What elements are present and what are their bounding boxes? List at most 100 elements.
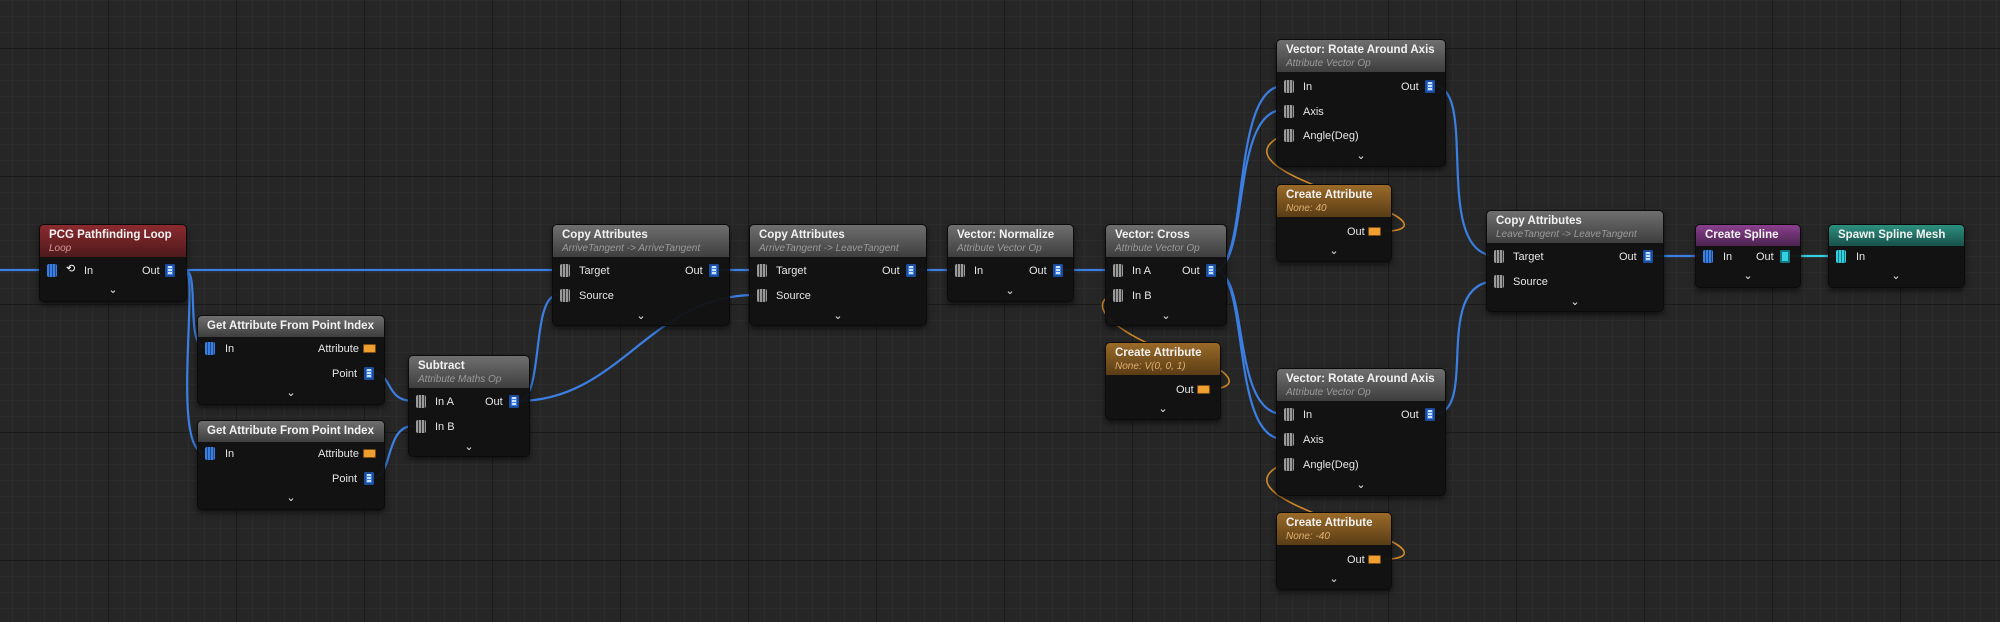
pin-source[interactable] (757, 289, 767, 302)
node-subtitle: Attribute Vector Op (1115, 243, 1200, 254)
chevron-down-icon[interactable]: ⌄ (1329, 245, 1339, 257)
node-header: Vector: Normalize Attribute Vector Op (948, 225, 1073, 257)
pin-axis[interactable] (1284, 433, 1294, 446)
pin-label-attribute: Attribute (318, 343, 359, 355)
chevron-down-icon[interactable]: ⌄ (286, 492, 296, 504)
pin-out[interactable] (1368, 555, 1381, 564)
pin-label-in: In (1856, 251, 1866, 263)
chevron-down-icon[interactable]: ⌄ (833, 310, 843, 322)
pin-label-out: Out (1182, 265, 1200, 277)
pin-out[interactable] (1368, 227, 1381, 236)
pin-label-out: Out (142, 265, 160, 277)
node-copy-attributes-2[interactable]: Copy Attributes ArriveTangent -> LeaveTa… (749, 224, 927, 326)
pin-label-out: Out (1347, 226, 1365, 238)
pin-out[interactable] (1206, 264, 1216, 277)
chevron-down-icon[interactable]: ⌄ (1356, 150, 1366, 162)
node-copy-attributes-3[interactable]: Copy Attributes LeaveTangent -> LeaveTan… (1486, 210, 1664, 312)
chevron-down-icon[interactable]: ⌄ (636, 310, 646, 322)
node-header: PCG Pathfinding Loop Loop (40, 225, 186, 257)
pin-label-out: Out (1347, 554, 1365, 566)
node-create-attribute-minus-40[interactable]: Create Attribute None: -40 Out ⌄ (1276, 512, 1392, 590)
chevron-down-icon[interactable]: ⌄ (1161, 310, 1171, 322)
pin-label-out: Out (1401, 81, 1419, 93)
pin-in[interactable] (205, 447, 215, 460)
node-header: Copy Attributes ArriveTangent -> LeaveTa… (750, 225, 926, 257)
pin-out[interactable] (1425, 408, 1435, 421)
node-create-spline[interactable]: Create Spline In Out ⌄ (1695, 224, 1801, 288)
pin-in[interactable] (205, 342, 215, 355)
pin-point[interactable] (364, 472, 374, 485)
pin-axis[interactable] (1284, 105, 1294, 118)
chevron-down-icon[interactable]: ⌄ (1005, 285, 1015, 297)
chevron-down-icon[interactable]: ⌄ (1329, 573, 1339, 585)
pin-in[interactable] (1284, 80, 1294, 93)
node-create-attribute-40[interactable]: Create Attribute None: 40 Out ⌄ (1276, 184, 1392, 262)
pin-out[interactable] (1053, 264, 1063, 277)
pin-label-in: In (225, 448, 235, 460)
chevron-down-icon[interactable]: ⌄ (1158, 403, 1168, 415)
pin-target[interactable] (560, 264, 570, 277)
pin-label-in: In (1303, 409, 1313, 421)
pin-source[interactable] (560, 289, 570, 302)
pin-in[interactable] (1836, 250, 1846, 263)
node-spawn-spline-mesh[interactable]: Spawn Spline Mesh In ⌄ (1828, 224, 1965, 288)
pin-out[interactable] (1780, 250, 1790, 263)
pin-out[interactable] (1643, 250, 1653, 263)
chevron-down-icon[interactable]: ⌄ (108, 284, 118, 296)
pin-angle[interactable] (1284, 129, 1294, 142)
pin-in-a[interactable] (1113, 264, 1123, 277)
pin-out[interactable] (1197, 385, 1210, 394)
pin-label-target: Target (579, 265, 610, 277)
pin-in[interactable] (1284, 408, 1294, 421)
node-header: Create Attribute None: -40 (1277, 513, 1391, 545)
pin-label-out: Out (1401, 409, 1419, 421)
pin-label-attribute: Attribute (318, 448, 359, 460)
pin-in[interactable] (47, 264, 57, 277)
pin-out[interactable] (906, 264, 916, 277)
node-vector-rotate-around-axis-2[interactable]: Vector: Rotate Around Axis Attribute Vec… (1276, 368, 1446, 496)
pin-target[interactable] (1494, 250, 1504, 263)
pin-attribute[interactable] (363, 449, 376, 458)
node-vector-normalize[interactable]: Vector: Normalize Attribute Vector Op In… (947, 224, 1074, 302)
node-create-attribute-v001[interactable]: Create Attribute None: V(0, 0, 1) Out ⌄ (1105, 342, 1221, 420)
node-pcg-pathfinding-loop[interactable]: PCG Pathfinding Loop Loop ⟲ In Out ⌄ (39, 224, 187, 302)
node-vector-rotate-around-axis-1[interactable]: Vector: Rotate Around Axis Attribute Vec… (1276, 39, 1446, 167)
chevron-down-icon[interactable]: ⌄ (1891, 270, 1901, 282)
pin-out[interactable] (165, 264, 175, 277)
node-subtitle: ArriveTangent -> ArriveTangent (562, 243, 701, 254)
node-get-attribute-from-point-index-1[interactable]: Get Attribute From Point Index In Attrib… (197, 315, 385, 405)
pin-point[interactable] (364, 367, 374, 380)
chevron-down-icon[interactable]: ⌄ (1743, 270, 1753, 282)
node-get-attribute-from-point-index-2[interactable]: Get Attribute From Point Index In Attrib… (197, 420, 385, 510)
pin-out[interactable] (509, 395, 519, 408)
node-title: Vector: Cross (1115, 229, 1190, 241)
pin-label-in-b: In B (1132, 290, 1152, 302)
node-title: Vector: Rotate Around Axis (1286, 373, 1435, 385)
pin-attribute[interactable] (363, 344, 376, 353)
node-header: Get Attribute From Point Index (198, 316, 384, 337)
pin-in[interactable] (1703, 250, 1713, 263)
pin-out[interactable] (709, 264, 719, 277)
node-subtitle: Loop (49, 243, 72, 254)
pin-source[interactable] (1494, 275, 1504, 288)
chevron-down-icon[interactable]: ⌄ (1356, 479, 1366, 491)
pin-in-b[interactable] (1113, 289, 1123, 302)
node-subtract[interactable]: Subtract Attribute Maths Op In A Out In … (408, 355, 530, 457)
chevron-down-icon[interactable]: ⌄ (286, 387, 296, 399)
chevron-down-icon[interactable]: ⌄ (1570, 296, 1580, 308)
pin-label-out: Out (685, 265, 703, 277)
pin-label-source: Source (776, 290, 811, 302)
node-copy-attributes-1[interactable]: Copy Attributes ArriveTangent -> ArriveT… (552, 224, 730, 326)
chevron-down-icon[interactable]: ⌄ (464, 441, 474, 453)
pin-angle[interactable] (1284, 458, 1294, 471)
pin-out[interactable] (1425, 80, 1435, 93)
pin-label-in: In (225, 343, 235, 355)
node-subtitle: Attribute Vector Op (957, 243, 1042, 254)
pin-target[interactable] (757, 264, 767, 277)
pin-in[interactable] (955, 264, 965, 277)
pin-label-out: Out (1176, 384, 1194, 396)
pin-in-a[interactable] (416, 395, 426, 408)
pin-in-b[interactable] (416, 420, 426, 433)
node-vector-cross[interactable]: Vector: Cross Attribute Vector Op In A O… (1105, 224, 1227, 326)
